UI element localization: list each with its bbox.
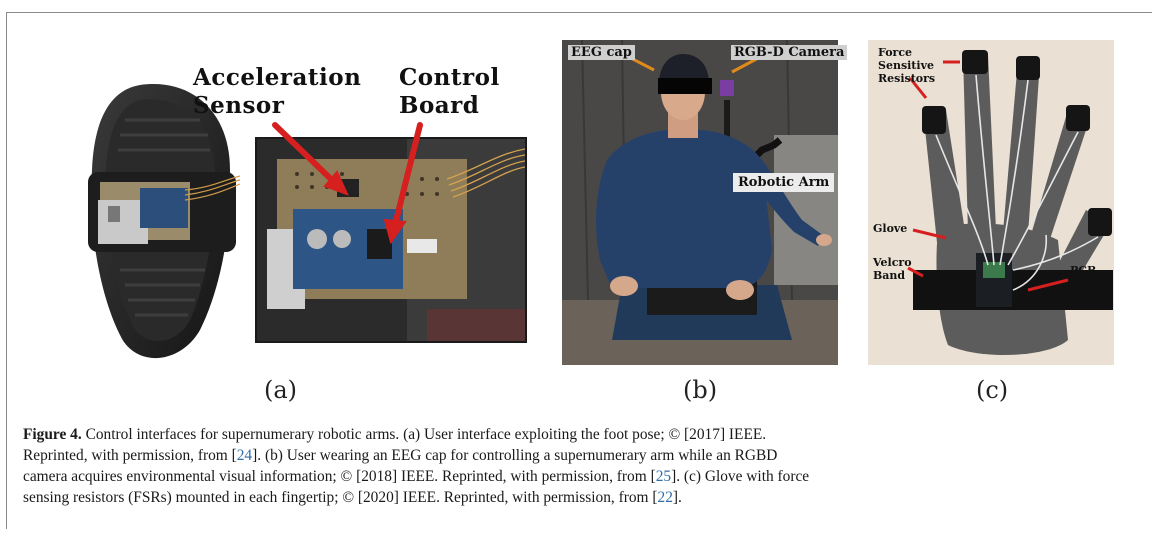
caption-text-4: camera acquires environmental visual inf… <box>23 468 656 485</box>
panel-c-glove-photo <box>868 40 1114 365</box>
label-resistors: Resistors <box>878 72 936 85</box>
caption-text-5: ]. (c) Glove with force <box>671 468 810 485</box>
label-eeg-cap: EEG cap <box>568 45 635 60</box>
panel-b-eeg-user-photo <box>562 40 838 365</box>
label-robotic-arm: Robotic Arm <box>733 173 835 192</box>
panel-a-sandal-photo <box>80 80 240 370</box>
label-glove: Glove <box>873 222 908 235</box>
label-force: Force <box>878 46 913 59</box>
panel-a-arrows <box>272 122 423 245</box>
label-velcro: Velcro <box>873 256 912 269</box>
citation-link-24[interactable]: 24 <box>236 447 253 464</box>
figure-caption: Figure 4. Control interfaces for supernu… <box>23 424 1023 508</box>
frame-top-border <box>6 12 1152 13</box>
subcaption-b: (b) <box>683 376 718 404</box>
label-band: Band <box>873 269 906 282</box>
subcaption-a: (a) <box>264 376 298 404</box>
label-sensitive: Sensitive <box>878 59 934 72</box>
caption-text-2: Reprinted, with permission, from [ <box>23 447 237 464</box>
caption-text-7: ]. <box>672 489 682 506</box>
caption-text-6: sensing resistors (FSRs) mounted in each… <box>23 489 658 506</box>
figure-label: Figure 4. <box>23 426 82 443</box>
subcaption-c: (c) <box>976 376 1009 404</box>
label-sensor: Sensor <box>193 92 285 119</box>
caption-text-1: Control interfaces for supernumerary rob… <box>81 426 767 443</box>
citation-link-22[interactable]: 22 <box>657 489 673 506</box>
label-acceleration: Acceleration <box>193 64 362 91</box>
frame-left-border <box>6 12 7 529</box>
label-board: Board <box>399 92 480 119</box>
citation-link-25[interactable]: 25 <box>655 468 672 485</box>
label-pcb: PCB <box>1070 264 1097 277</box>
label-rgbd-camera: RGB-D Camera <box>731 45 848 60</box>
caption-text-3: ]. (b) User wearing an EEG cap for contr… <box>252 447 778 464</box>
label-control: Control <box>399 64 500 91</box>
